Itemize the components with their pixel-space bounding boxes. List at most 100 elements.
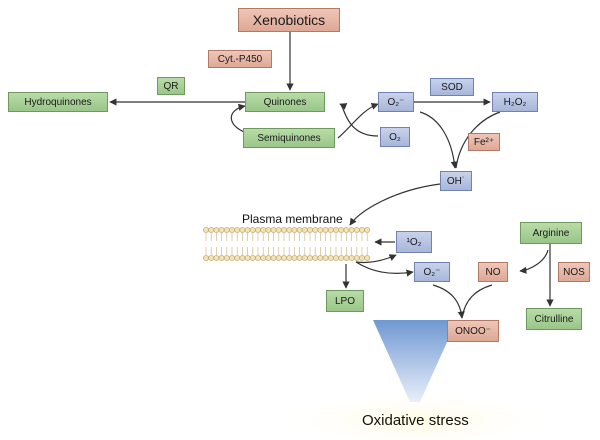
lipid-head — [275, 227, 282, 233]
lipid-head — [255, 227, 261, 233]
lipid-head — [218, 227, 225, 233]
citrulline-node: Citrulline — [526, 308, 582, 330]
lipid-head — [286, 255, 293, 261]
lipid-head — [327, 227, 334, 233]
superoxide-node-2: O₂⁻ — [414, 262, 450, 282]
lipid-head — [244, 255, 251, 261]
lipid-head — [208, 227, 215, 233]
arrow-membrane-to-singlet-oxygen — [355, 254, 397, 264]
lipid-head — [333, 255, 339, 261]
lipid-head — [322, 227, 329, 233]
lipid-head — [213, 227, 220, 233]
lpo-node: LPO — [326, 290, 364, 312]
arrow-h2o2-to-hydroxyl — [455, 111, 501, 169]
lipid-head — [348, 227, 355, 233]
lipid-head — [353, 255, 360, 261]
oxidative-stress-glow — [265, 390, 565, 440]
lipid-head — [307, 255, 313, 261]
lipid-head — [286, 227, 293, 233]
lipid-head — [229, 227, 235, 233]
lipid-head — [291, 227, 298, 233]
lipid-head — [260, 255, 267, 261]
lipid-head — [327, 255, 334, 261]
hydroquinones-node: Hydroquinones — [8, 92, 108, 112]
hydroxyl-node: OH˙ — [440, 171, 472, 191]
arginine-node: Arginine — [520, 222, 582, 244]
arrow-no-to-peroxynitrite — [461, 284, 493, 319]
lipid-head — [312, 227, 319, 233]
lipid-head — [322, 255, 329, 261]
lipid-head — [353, 227, 360, 233]
lipid-head — [296, 227, 303, 233]
lipid-head — [203, 227, 209, 233]
lipid-head — [239, 227, 246, 233]
lipid-head — [317, 255, 324, 261]
lipid-head — [255, 255, 261, 261]
lipid-head — [223, 227, 230, 233]
lipid-head — [296, 255, 303, 261]
lipid-head — [203, 255, 209, 261]
arrow-membrane-to-superoxide — [355, 261, 414, 277]
singlet-oxygen-node: ¹O₂ — [396, 231, 432, 253]
lipid-head — [312, 255, 319, 261]
lipid-head — [359, 255, 365, 261]
lipid-head — [348, 255, 355, 261]
lipid-head — [338, 255, 345, 261]
plasma-membrane-label: Plasma membrane — [242, 212, 343, 226]
no-node: NO — [478, 262, 508, 282]
arrow-semiquinones-to-superoxide — [337, 102, 379, 139]
fe-node: Fe²⁺ — [468, 133, 500, 151]
lipid-head — [291, 255, 298, 261]
sod-node: SOD — [430, 78, 474, 96]
quinones-node: Quinones — [245, 92, 325, 112]
lipid-head — [249, 227, 256, 233]
lipid-head — [234, 227, 241, 233]
lipid-head — [229, 255, 235, 261]
arrow-arginine-to-no — [519, 249, 549, 274]
lipid-head — [281, 227, 287, 233]
lipid-head — [265, 227, 272, 233]
xenobiotics-node: Xenobiotics — [238, 8, 340, 32]
lipid-head — [343, 227, 350, 233]
lipid-head — [249, 255, 256, 261]
lipid-head — [265, 255, 272, 261]
lipid-head — [281, 255, 287, 261]
arrow-superoxide-to-hydroxyl — [419, 111, 458, 169]
funnel-shape — [373, 320, 457, 402]
lipid-head — [307, 227, 313, 233]
arrow-superoxide-to-peroxynitrite — [432, 284, 465, 319]
plasma-membrane — [203, 227, 371, 261]
lipid-head — [260, 227, 267, 233]
lipid-head — [359, 227, 365, 233]
arrow-o2-to-quinones — [339, 103, 379, 137]
lipid-head — [301, 255, 308, 261]
peroxynitrite-node: ONOO⁻ — [447, 320, 499, 342]
lipid-head — [275, 255, 282, 261]
lipid-head — [338, 227, 345, 233]
nos-node: NOS — [558, 262, 590, 282]
oxygen-node: O₂ — [380, 127, 410, 147]
lipid-head — [218, 255, 225, 261]
lipid-head — [270, 255, 277, 261]
lipid-head — [244, 227, 251, 233]
lipid-head — [239, 255, 246, 261]
lipid-head — [270, 227, 277, 233]
lipid-head — [317, 227, 324, 233]
lipid-head — [213, 255, 220, 261]
lipid-head — [364, 255, 371, 261]
lipid-head — [343, 255, 350, 261]
lipid-head — [208, 255, 215, 261]
superoxide-node: O₂⁻ — [378, 92, 414, 112]
lipid-head — [234, 255, 241, 261]
arrow-hydroxyl-to-membrane — [349, 183, 441, 226]
lipid-head — [364, 227, 371, 233]
cyt-p450-node: Cyt.-P450 — [208, 50, 272, 68]
oxidative-stress-label: Oxidative stress — [362, 412, 469, 429]
lipid-head — [223, 255, 230, 261]
semiquinones-node: Semiquinones — [243, 128, 335, 148]
lipid-head — [333, 227, 339, 233]
h2o2-node: H₂O₂ — [492, 92, 538, 112]
lipid-head — [301, 227, 308, 233]
